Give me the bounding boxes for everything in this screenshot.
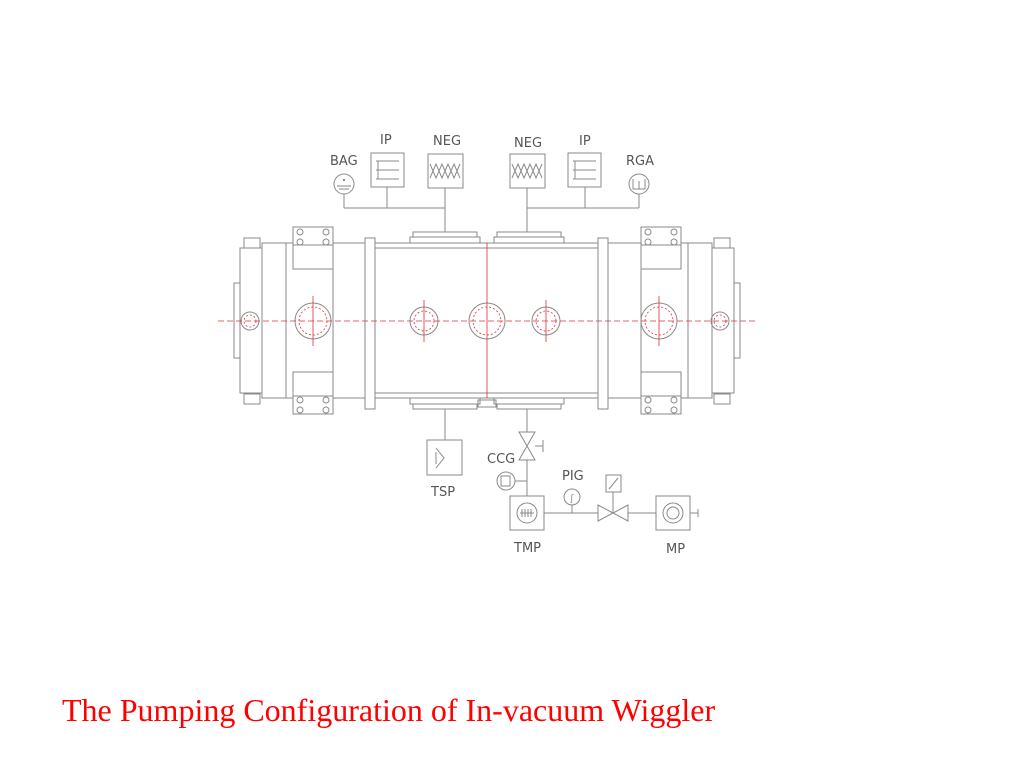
neg-right-label: NEG xyxy=(514,136,542,151)
pig-gauge-icon: ʃ xyxy=(563,488,581,513)
page-caption: The Pumping Configuration of In-vacuum W… xyxy=(62,692,716,728)
bag-label: BAG xyxy=(330,154,358,169)
flange-bolts xyxy=(296,228,678,414)
turbo-pump-icon xyxy=(509,495,545,531)
mechanical-pump-icon xyxy=(655,495,699,531)
wiggler-chamber xyxy=(218,226,756,415)
tsp-label: TSP xyxy=(430,485,455,500)
ion-pump-right-icon xyxy=(567,152,602,208)
ccg-label: CCG xyxy=(487,452,515,467)
rga-icon xyxy=(628,173,650,208)
neg-left-label: NEG xyxy=(433,134,461,149)
tsp-icon xyxy=(426,439,463,476)
neg-pump-left-icon xyxy=(427,153,464,232)
ip-left-label: IP xyxy=(380,133,392,148)
rga-label: RGA xyxy=(626,154,654,169)
ion-pump-left-icon xyxy=(370,152,405,208)
solenoid-valve-icon xyxy=(597,474,629,522)
svg-text:ʃ: ʃ xyxy=(569,494,574,504)
mp-label: MP xyxy=(666,542,685,557)
ip-right-label: IP xyxy=(579,134,591,149)
neg-pump-right-icon xyxy=(509,153,546,232)
top-instruments: BAG IP NEG NEG xyxy=(330,133,654,232)
bottom-instruments: TSP CCG TMP xyxy=(426,409,699,557)
pig-label: PIG xyxy=(562,469,584,484)
gate-valve-icon xyxy=(518,431,544,461)
tmp-label: TMP xyxy=(513,541,541,556)
ccg-gauge-icon xyxy=(496,471,527,491)
bag-gauge-icon xyxy=(333,173,355,208)
